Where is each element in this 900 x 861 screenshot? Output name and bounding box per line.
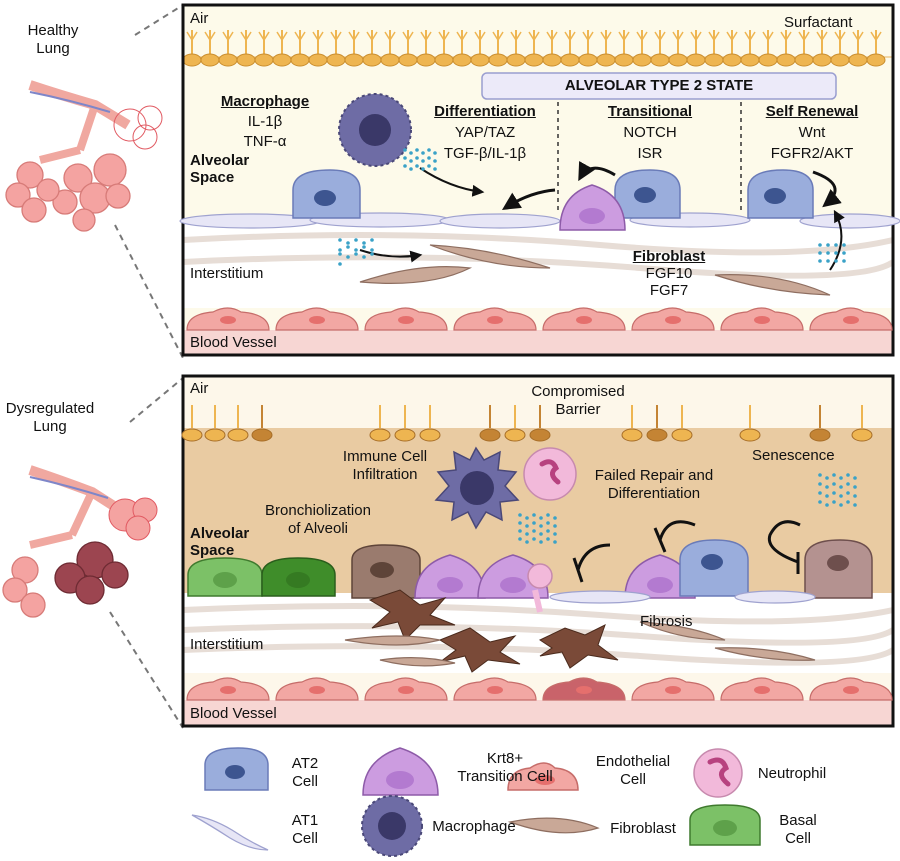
legend-macrophage-swatch [361, 795, 423, 857]
macrophage-factor-2: TNF-α [243, 133, 287, 150]
transitional-factor-2: ISR [637, 145, 663, 162]
differentiation-factor-2: TGF-β/IL-1β [443, 145, 527, 162]
legend-at1-label: AT1 Cell [291, 812, 319, 847]
at2-cell [614, 169, 681, 219]
at2-state-title: ALVEOLAR TYPE 2 STATE [564, 77, 754, 94]
legend-krt8-label: Krt8+ Transition Cell [457, 750, 553, 785]
at1-layer-dysregulated [549, 590, 816, 604]
healthy-air-label: Air [190, 10, 209, 27]
dysregulated-blood-vessel-label: Blood Vessel [190, 705, 277, 722]
activated-macrophage-cell [434, 446, 520, 530]
basal-cell [261, 557, 336, 597]
macrophage-heading: Macrophage [220, 93, 310, 110]
basal-cell [187, 557, 263, 597]
self-renewal-factor-2: FGFR2/AKT [770, 145, 854, 162]
legend-at2-label: AT2 Cell [291, 755, 319, 790]
dysregulated-interstitium-label: Interstitium [190, 636, 264, 653]
healthy-lung-illustration [5, 80, 163, 232]
legend-at1-swatch [191, 814, 269, 851]
fibroblast-factor-1: FGF10 [645, 265, 693, 282]
compromised-barrier-label: Compromised Barrier [531, 383, 625, 418]
activated-fibroblast-cluster [368, 589, 619, 673]
healthy-alveolar-space-label: Alveolar Space [190, 152, 250, 186]
neutrophil-extravasating [527, 563, 553, 613]
legend-neutrophil-label: Neutrophil [757, 765, 827, 782]
fibroblast-heading: Fibroblast [632, 248, 706, 265]
legend-fibroblast-swatch [507, 817, 600, 834]
self-renewal-heading: Self Renewal [765, 103, 859, 120]
endothelial-layer-dysregulated [186, 677, 893, 701]
at2-state-banner [481, 72, 837, 100]
krt8-transition-cell [477, 554, 549, 599]
krt8-transition-cell [414, 554, 486, 599]
healthy-lung-label: Healthy Lung [27, 22, 79, 57]
healthy-blood-vessel-label: Blood Vessel [190, 334, 277, 351]
dysregulated-lung-illustration [2, 465, 158, 618]
endothelial-layer-healthy [186, 307, 893, 331]
legend-endothelial-label: Endothelial Cell [595, 753, 671, 788]
at2-cell [679, 539, 749, 597]
dysregulated-air-label: Air [190, 380, 209, 397]
at2-cell [747, 169, 814, 219]
macrophage-factor-1: IL-1β [247, 113, 283, 130]
dysregulated-lung-label: Dysregulated Lung [5, 400, 95, 435]
legend-basal-swatch [689, 804, 761, 846]
fibroblast-factor-2: FGF7 [649, 282, 689, 299]
neutrophil-cell [523, 447, 577, 501]
self-renewal-factor-1: Wnt [798, 124, 826, 141]
senescence-label: Senescence [752, 447, 835, 464]
at2-cell [292, 169, 361, 219]
legend [191, 747, 761, 857]
fibroblast-cell [344, 621, 816, 667]
fibroblast-cell [359, 244, 831, 296]
differentiation-heading: Differentiation [434, 103, 536, 120]
bronchiolized-at2-cell [351, 544, 421, 599]
at1-layer-healthy [179, 212, 900, 229]
bronchiolization-label: Bronchiolization of Alveoli [265, 502, 371, 537]
differentiation-factor-1: YAP/TAZ [454, 124, 516, 141]
senescent-at2-cell [804, 539, 873, 599]
legend-neutrophil-swatch [693, 748, 743, 798]
healthy-interstitium-label: Interstitium [190, 265, 264, 282]
dysregulated-alveolar-space-label: Alveolar Space [190, 525, 250, 559]
failed-repair-label: Failed Repair and Differentiation [594, 467, 714, 502]
transitional-heading: Transitional [607, 103, 693, 120]
dysregulated-panel [181, 374, 895, 728]
legend-basal-label: Basal Cell [779, 812, 817, 847]
fibrosis-label: Fibrosis [640, 613, 693, 630]
surfactant-label: Surfactant [784, 14, 853, 31]
legend-fibroblast-label: Fibroblast [610, 820, 676, 837]
transitional-factor-1: NOTCH [623, 124, 677, 141]
legend-macrophage-label: Macrophage [432, 818, 516, 835]
krt8-transition-cell [559, 184, 626, 231]
legend-endothelial-swatch [507, 762, 579, 791]
legend-krt8-swatch [362, 747, 439, 796]
immune-infiltration-label: Immune Cell Infiltration [342, 448, 428, 483]
legend-at2-swatch [204, 747, 269, 791]
macrophage-cell [338, 93, 412, 167]
